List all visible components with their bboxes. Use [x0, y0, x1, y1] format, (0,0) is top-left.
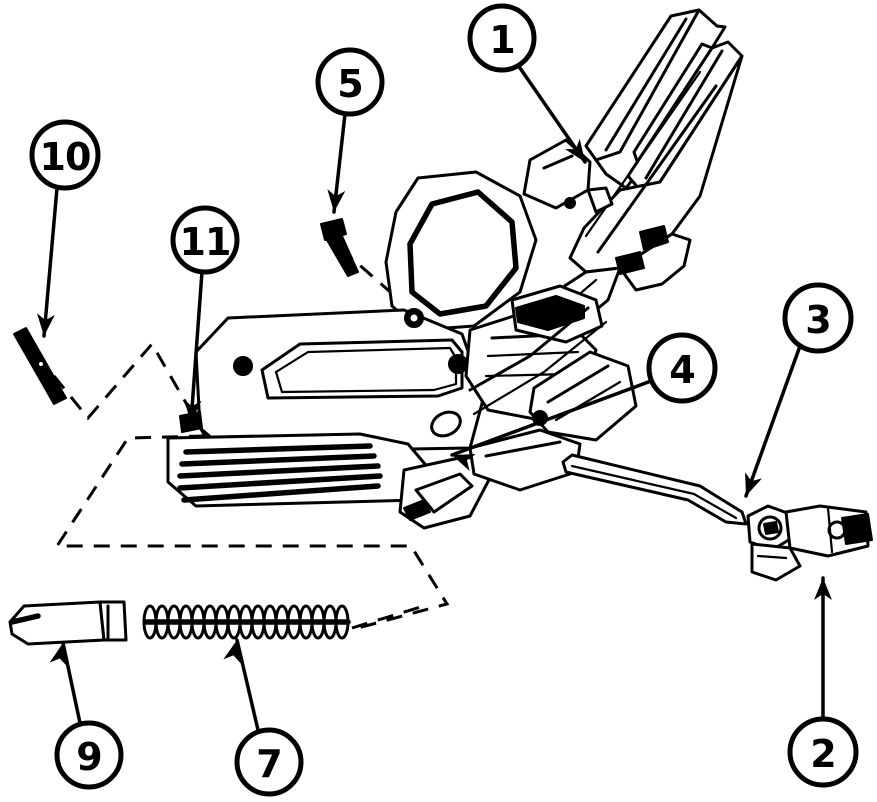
- callout-9[interactable]: 9: [54, 720, 124, 790]
- callout-circle-9: [54, 720, 124, 790]
- ejector-bar-edge: [570, 464, 738, 520]
- slide-stop-pivot-dot: [763, 521, 779, 535]
- slide-small-lug: [586, 186, 614, 214]
- recoil-spring: [142, 604, 351, 640]
- leader-arrowhead-5: [327, 189, 346, 212]
- slide-rear-notch: [639, 225, 669, 251]
- recoil-spring-plug: [8, 600, 128, 646]
- leader-line-1: [518, 66, 587, 164]
- callout-label-3: 3: [805, 298, 830, 342]
- leader-line-11: [189, 270, 204, 424]
- frame-screw-boss-hole: [410, 314, 418, 322]
- callout-label-4: 4: [669, 348, 694, 392]
- leader-arrowhead-3: [745, 472, 762, 496]
- callout-11[interactable]: 11: [170, 205, 240, 275]
- slide-assembly: [522, 8, 744, 342]
- callout-label-5: 5: [337, 62, 362, 106]
- frame-oval-cut: [430, 410, 462, 438]
- leader-arrowhead-7: [223, 640, 241, 664]
- slide-stop-hole: [827, 520, 847, 540]
- callout-4[interactable]: 4: [646, 332, 718, 404]
- frame-outline-dashed-path: [54, 434, 450, 630]
- slide-lower-mass: [568, 54, 744, 274]
- callout-label-10: 10: [40, 135, 91, 179]
- frame-rail-lower: [472, 320, 608, 416]
- grip-screw-head: [320, 218, 347, 241]
- callout-3[interactable]: 3: [782, 282, 854, 354]
- slide-stop-pivot-hole: [757, 515, 783, 541]
- retaining-pin-body: [13, 327, 67, 405]
- slide-stop-thumbpad: [841, 513, 873, 545]
- grip-screw: [320, 218, 359, 277]
- frame-receiver: [166, 170, 638, 530]
- frame-lower-right-line: [484, 440, 562, 458]
- leader-line-9: [61, 641, 82, 725]
- magazine-catch: [403, 499, 431, 521]
- grip-screw-hole-rear: [233, 356, 253, 376]
- recoil-spring-coils: [142, 604, 350, 640]
- grip-screw-shank: [326, 235, 359, 277]
- callout-circle-7: [234, 727, 304, 797]
- callout-circle-3: [782, 282, 854, 354]
- callout-label-9: 9: [76, 735, 101, 779]
- callout-7[interactable]: 7: [234, 727, 304, 797]
- callout-5[interactable]: 5: [315, 47, 385, 117]
- recoil-spring-plug-nose: [9, 613, 41, 625]
- recoil-spring-plug-collar: [98, 600, 128, 642]
- ejector-bar-body: [561, 453, 748, 526]
- slide-stop-lever: [746, 504, 873, 582]
- leader-line-5: [332, 112, 347, 214]
- retaining-pin-highlight: [39, 362, 43, 366]
- leader-arrowhead-11: [183, 399, 202, 422]
- callout-circle-4: [646, 332, 718, 404]
- callout-circle-2: [787, 716, 859, 788]
- leader-line-10: [42, 186, 59, 338]
- slide-lower-line-a: [596, 84, 718, 254]
- leader-line-3: [744, 344, 802, 498]
- callout-label-1: 1: [489, 18, 514, 62]
- callout-leaders: [36, 66, 832, 732]
- frame-rail-upper: [468, 306, 590, 392]
- leader-arrowhead-1: [565, 138, 585, 162]
- callout-circle-1: [467, 3, 537, 73]
- frame-right-housing-line: [546, 364, 610, 404]
- leader-line-4: [450, 379, 653, 457]
- slide-upper-flat-line: [644, 49, 724, 180]
- retaining-pin: [13, 327, 67, 405]
- callout-balloons: 1 5 10 11 3 4 9 7 2: [29, 3, 859, 797]
- grip-screw-hole-front: [448, 354, 468, 374]
- slide-pin-hole: [564, 197, 576, 209]
- leader-arrowhead-10: [36, 313, 55, 336]
- leader-arrowhead-2: [814, 578, 832, 600]
- recoil-spring-plug-body: [8, 600, 106, 646]
- slide-stop-tail-line: [756, 554, 788, 560]
- callout-label-11: 11: [180, 220, 231, 264]
- callout-circle-10: [29, 119, 101, 191]
- frame-plate: [194, 308, 486, 454]
- leader-arrowhead-4: [452, 454, 476, 471]
- leader-arrowhead-9: [49, 643, 68, 667]
- ejector-bar: [561, 453, 748, 526]
- callout-10[interactable]: 10: [29, 119, 101, 191]
- callout-2[interactable]: 2: [787, 716, 859, 788]
- slide-nose-detail: [542, 154, 574, 170]
- spring-to-frame-dashed-path: [351, 604, 425, 630]
- callout-label-7: 7: [256, 742, 281, 786]
- trigger-guard-inner: [407, 189, 519, 317]
- slide-top-rail-groove: [604, 17, 688, 152]
- leader-line-7: [235, 638, 260, 732]
- callout-circle-11: [170, 205, 240, 275]
- callout-label-2: 2: [810, 732, 835, 776]
- slide-stop-tail: [750, 542, 802, 582]
- callout-1[interactable]: 1: [467, 3, 537, 73]
- magazine-well-mouth: [414, 472, 474, 514]
- front-strap-serrations: [177, 443, 383, 503]
- callout-circle-5: [315, 47, 385, 117]
- frame-rear-block-shadow: [515, 295, 585, 331]
